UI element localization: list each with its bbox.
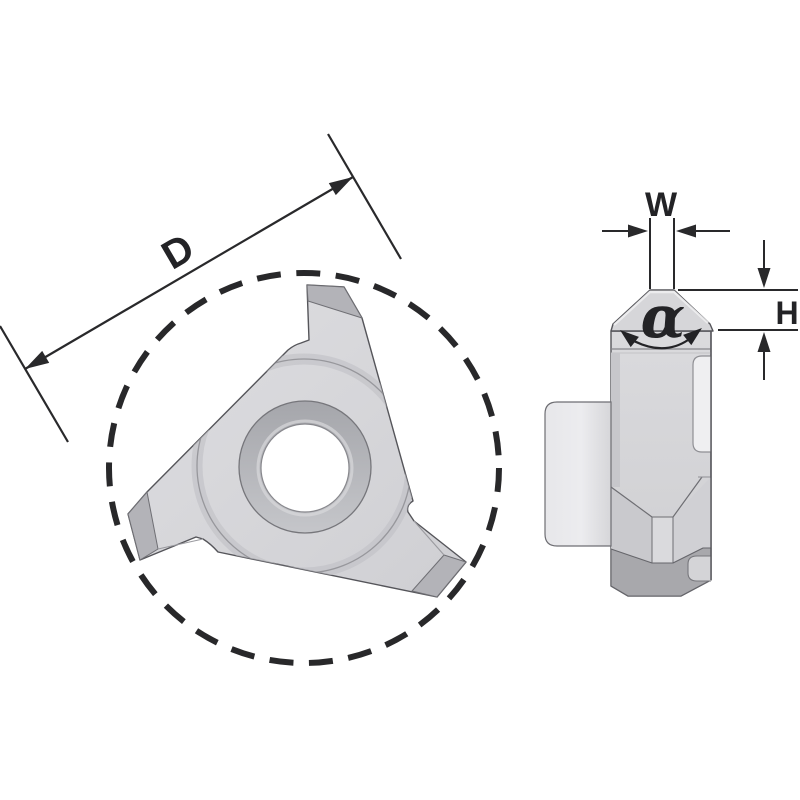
chamfer-left bbox=[611, 487, 652, 563]
chamfer-right-line bbox=[672, 476, 703, 518]
side-hub-boss bbox=[544, 401, 612, 547]
w-arrowhead-left bbox=[628, 224, 648, 238]
tip-edge-band-top bbox=[306, 284, 364, 319]
dimension-label-w: W bbox=[645, 186, 678, 224]
d-extension-line-upper bbox=[327, 133, 402, 260]
d-arrowhead-upper bbox=[328, 177, 353, 196]
d-arrowhead-lower bbox=[25, 350, 50, 369]
chamfer-left-line bbox=[610, 486, 653, 518]
side-peak bbox=[610, 289, 714, 332]
d-dimension bbox=[0, 133, 402, 443]
angle-label-alpha: α bbox=[641, 283, 686, 351]
alpha-arc bbox=[633, 339, 689, 350]
side-shading-strip bbox=[611, 353, 620, 487]
center-hole bbox=[260, 423, 350, 513]
crease-line-lower-left bbox=[157, 538, 204, 550]
tip-edge-band-lower-left bbox=[127, 490, 159, 561]
peak-highlight bbox=[613, 290, 709, 326]
w-arrowhead-right bbox=[676, 224, 696, 238]
side-relief-notch-lower bbox=[687, 555, 711, 582]
side-relief-notch-upper bbox=[692, 355, 711, 453]
d-dimension-line bbox=[24, 176, 354, 370]
h-arrowhead-up bbox=[757, 332, 771, 352]
dimension-label-h: H bbox=[775, 295, 798, 331]
w-dimension bbox=[602, 218, 730, 289]
center-facet bbox=[651, 516, 674, 564]
hole-chamfer-ring bbox=[256, 419, 354, 517]
h-dimension bbox=[678, 240, 798, 380]
circumscribed-dashed-circle bbox=[106, 270, 502, 666]
h-arrowhead-down bbox=[757, 268, 771, 288]
front-view: D bbox=[0, 133, 502, 666]
alpha-arrowhead-left bbox=[620, 330, 639, 348]
d-extension-line-lower bbox=[0, 325, 69, 443]
tip-edge-band-lower-right bbox=[411, 554, 467, 598]
alpha-angle: α bbox=[620, 283, 702, 351]
alpha-arrowhead-right bbox=[683, 328, 702, 346]
crease-line-lower-right bbox=[413, 520, 445, 556]
chamfer-right bbox=[673, 477, 711, 563]
side-view: α W H bbox=[544, 186, 799, 597]
